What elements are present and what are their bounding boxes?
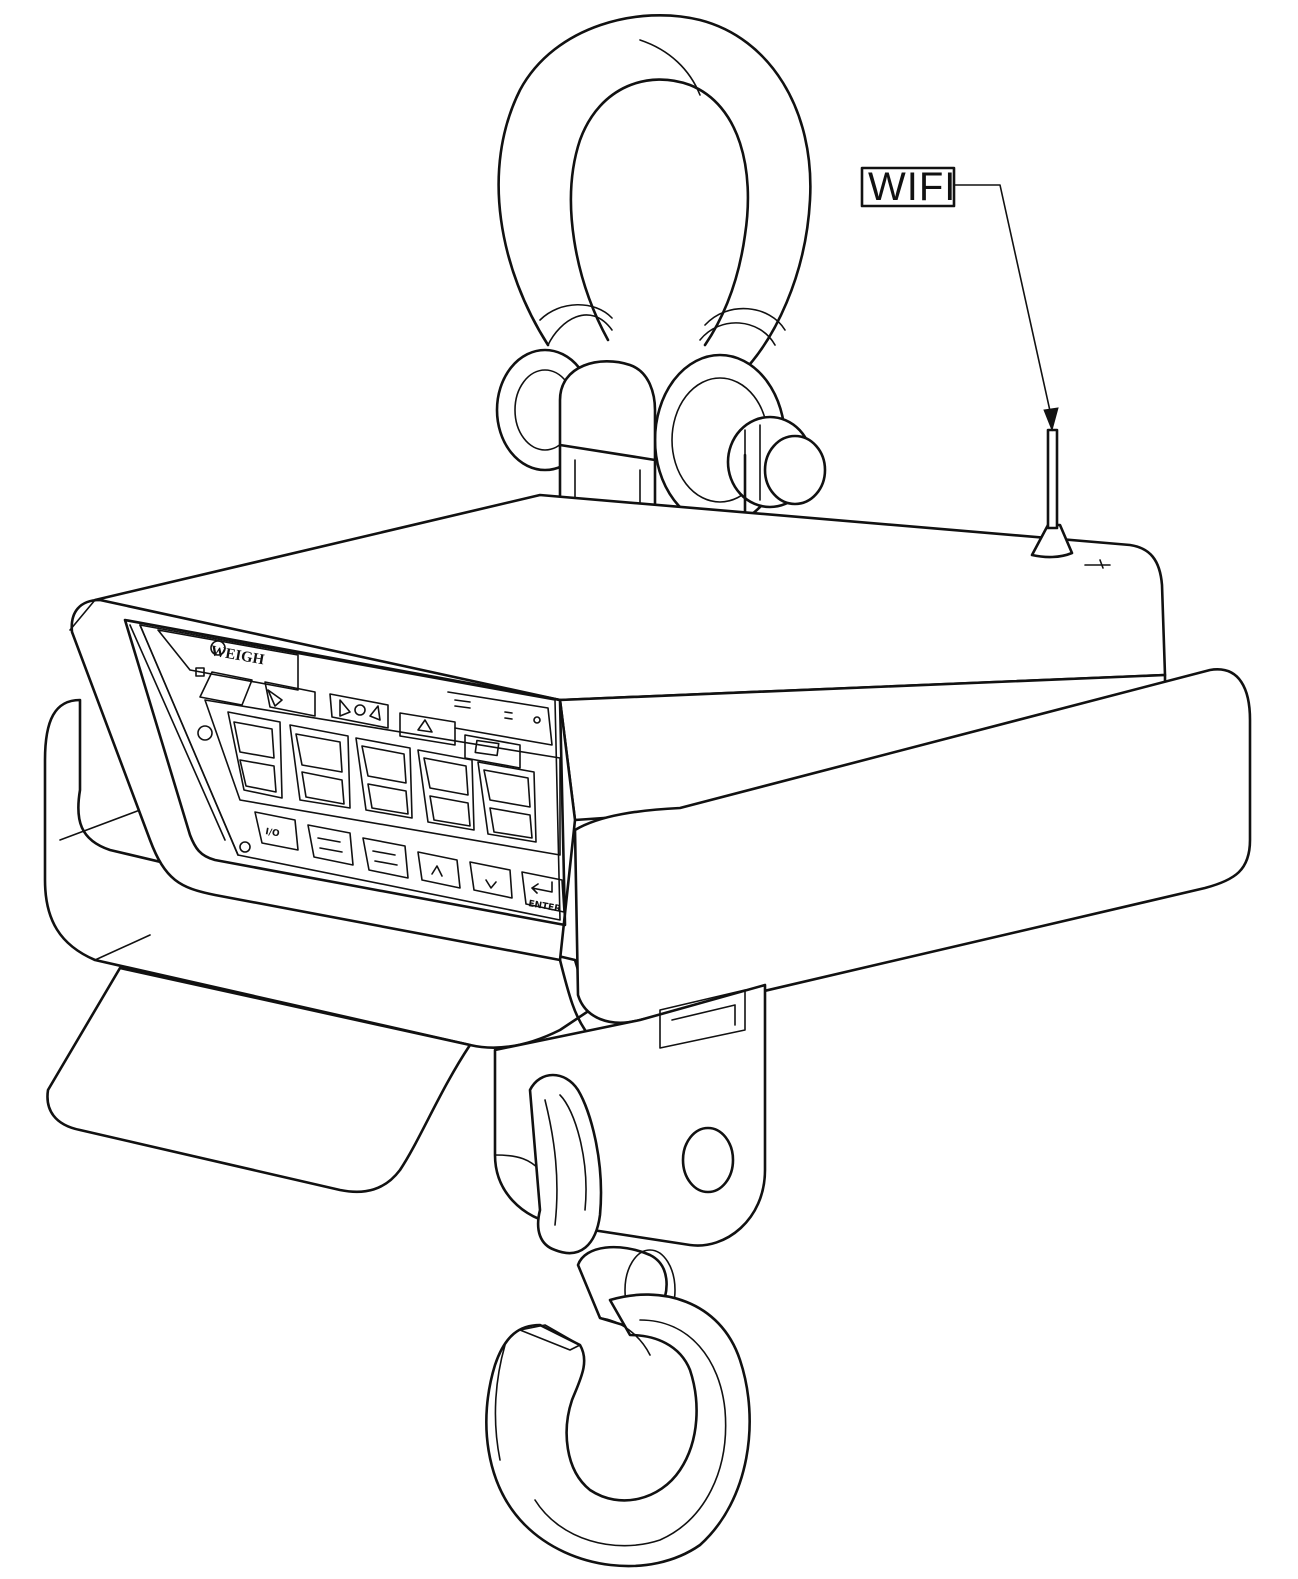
down-key[interactable]	[469, 861, 513, 899]
crane-hook[interactable]	[485, 1245, 751, 1568]
digit-5	[477, 761, 537, 843]
digit-4	[417, 749, 475, 831]
shackle-bow-outer	[497, 13, 812, 377]
lower-hanger	[493, 983, 767, 1255]
weight-display	[204, 699, 561, 856]
wifi-callout: WIFI	[860, 165, 1059, 432]
top-shackle	[497, 13, 812, 377]
callout-box	[860, 166, 956, 208]
power-key[interactable]: I/O	[254, 811, 299, 851]
shackle-pin	[495, 348, 827, 527]
up-key[interactable]	[417, 851, 461, 889]
power-key-label: I/O	[264, 827, 280, 839]
digit-1	[227, 711, 283, 799]
shackle-bow-inner	[569, 78, 750, 347]
tare-key[interactable]	[362, 837, 409, 879]
digit-2	[289, 724, 351, 809]
callout-label: WIFI	[868, 165, 956, 209]
right-guard	[558, 668, 1252, 1032]
zero-key[interactable]	[307, 824, 354, 866]
indicator-row	[195, 667, 553, 769]
display-panel: WEIGH	[129, 624, 565, 921]
digit-3	[355, 737, 413, 819]
bottom-flap	[46, 966, 472, 1194]
